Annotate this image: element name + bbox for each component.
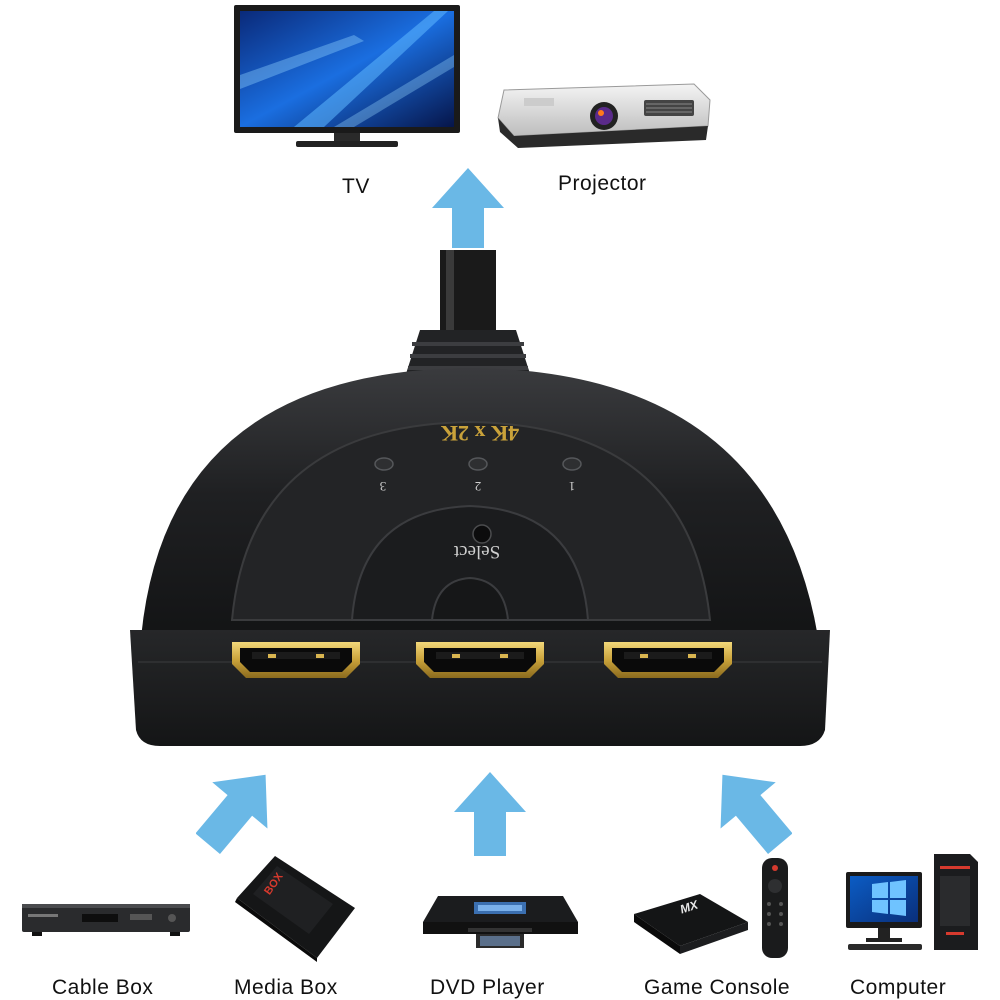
cable-box-image — [22, 902, 190, 938]
game-console-label: Game Console — [644, 976, 791, 999]
computer-image — [842, 852, 982, 956]
output-arrow — [432, 168, 504, 248]
game-console-image — [630, 858, 810, 962]
dvd-player-label: DVD Player — [430, 976, 545, 999]
media-box-image — [233, 852, 358, 962]
cable-box-label: Cable Box — [52, 976, 154, 999]
dvd-player-image — [418, 886, 583, 954]
tv-label: TV — [342, 175, 370, 198]
hdmi-switcher — [120, 250, 840, 750]
tv-image — [234, 5, 460, 150]
projector-label: Projector — [558, 172, 647, 195]
input-arrow-left — [196, 762, 276, 857]
input-arrow-right — [712, 762, 792, 857]
media-box-label: Media Box — [234, 976, 338, 999]
select-button[interactable] — [470, 525, 494, 549]
projector-image — [494, 80, 714, 152]
computer-label: Computer — [850, 976, 947, 999]
led-label-3: 3 — [379, 479, 387, 494]
led-label-1: 1 — [568, 479, 576, 494]
led-label-2: 2 — [474, 479, 482, 494]
input-arrow-center — [454, 772, 526, 856]
resolution-label: 4K x 2K — [440, 421, 520, 446]
